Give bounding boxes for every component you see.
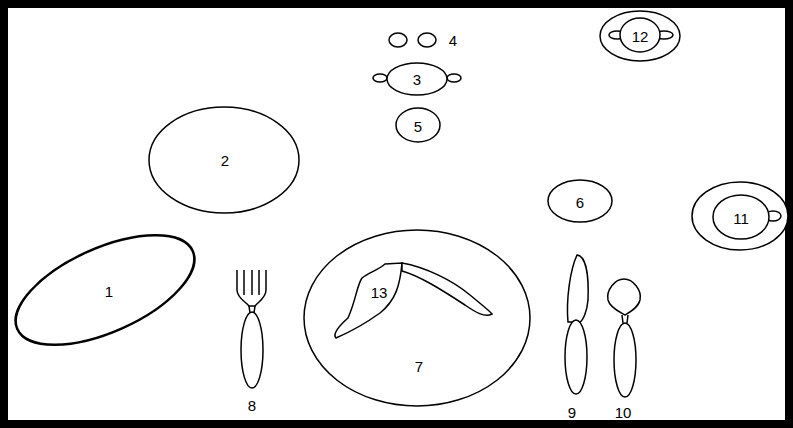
callout-number: 4: [449, 33, 457, 48]
callout-number: 2: [221, 153, 229, 168]
glass: 6: [547, 179, 613, 225]
callout-number: 8: [248, 398, 256, 413]
soup-cup: 3: [370, 60, 464, 98]
soup-cup-shape: [447, 74, 461, 82]
callout-number: 11: [733, 211, 749, 226]
salt-shaker: [389, 33, 407, 47]
cup-and-saucer-shape: [692, 182, 788, 250]
callout-number: 1: [105, 284, 113, 299]
callout-number: 9: [568, 405, 576, 420]
knife: [565, 255, 588, 394]
callout-number: 12: [632, 29, 649, 44]
callout-number: 7: [415, 359, 423, 374]
bread-plate: 2: [149, 106, 301, 216]
serving-platter: 1: [10, 226, 200, 354]
fork: [237, 270, 266, 388]
napkin-outline: [330, 258, 496, 346]
bread-plate-shape: [149, 107, 299, 213]
napkin-shape: [335, 263, 402, 338]
callout-number: 3: [413, 72, 421, 87]
butter-dish: 5: [395, 107, 441, 143]
napkin: 13: [330, 258, 496, 346]
cup-and-saucer-shape: [713, 195, 769, 239]
cup-and-saucer: 11: [690, 180, 788, 252]
dinner-plate-shape: [304, 230, 530, 406]
cup-and-saucer-shape: [620, 18, 660, 52]
serving-platter-shape: [0, 213, 210, 368]
callout-number: 5: [414, 119, 422, 134]
cup-and-saucer: 12: [598, 8, 682, 64]
callout-number: 10: [615, 405, 632, 420]
soup-cup-shape: [387, 63, 447, 95]
butter-dish-shape: [396, 108, 440, 142]
cup-and-saucer-shape: [600, 11, 680, 61]
dinner-plate-outline: [302, 228, 532, 408]
glass-shape: [548, 180, 612, 222]
dinner-plate: 7 13: [302, 228, 532, 408]
pepper-shaker: [418, 33, 436, 47]
spoon: [608, 279, 641, 397]
callout-number: 6: [576, 195, 584, 210]
callout-number: 13: [371, 285, 388, 300]
napkin-shape: [402, 263, 492, 315]
soup-cup-shape: [373, 74, 387, 82]
frame: [4, 4, 789, 424]
